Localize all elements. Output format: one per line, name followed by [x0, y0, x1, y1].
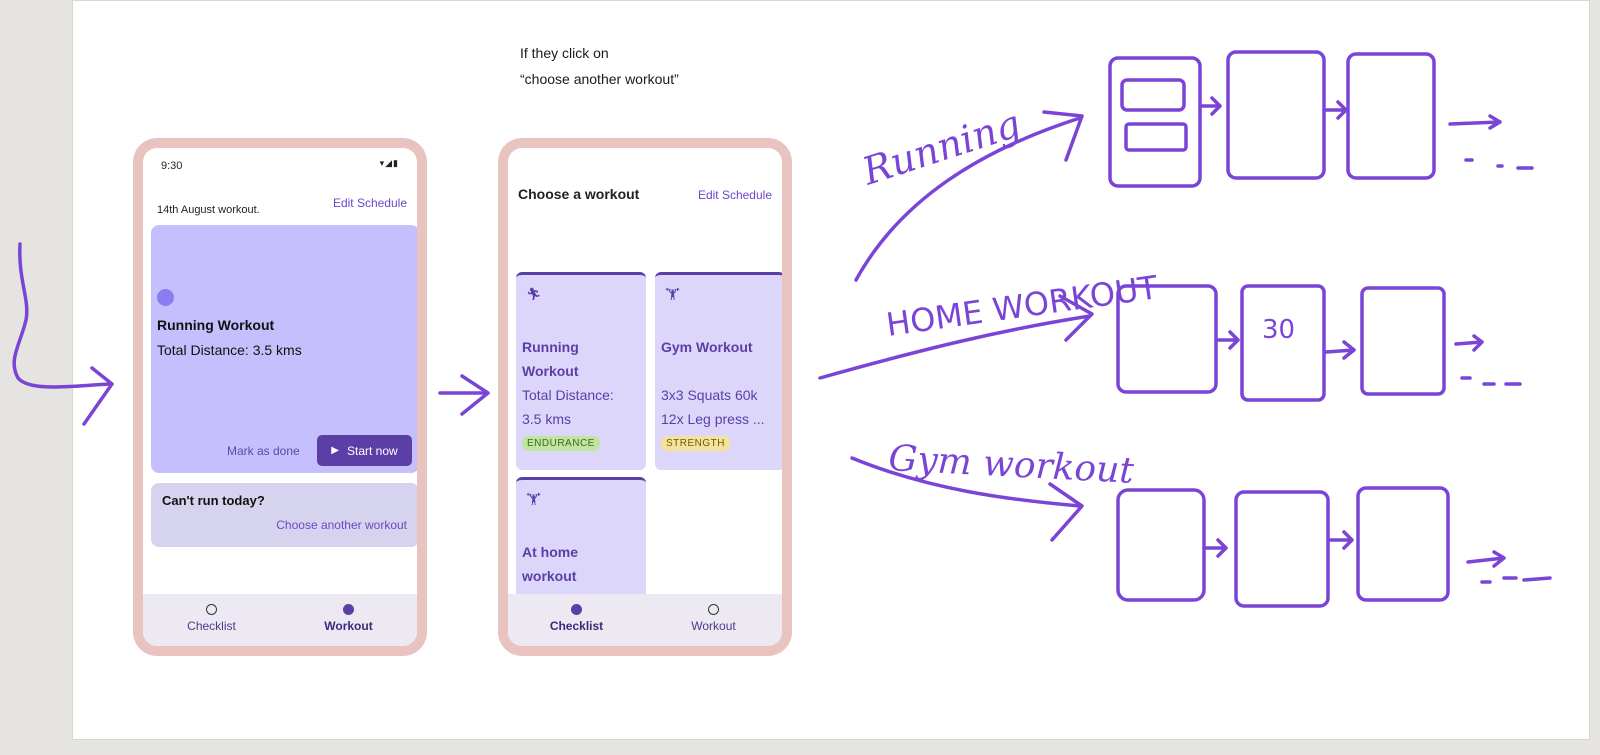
todays-workout-card[interactable]: Running Workout Total Distance: 3.5 kms … — [151, 225, 417, 473]
play-icon: ▶ — [331, 445, 339, 456]
branch-arrow-running — [854, 116, 1082, 282]
edit-schedule-link[interactable]: Edit Schedule — [332, 196, 407, 210]
arrowhead-icon — [460, 374, 490, 416]
sketch-screen-box — [1234, 490, 1330, 608]
arrow-icon — [1454, 334, 1484, 352]
arrowhead-icon — [82, 366, 114, 426]
arrow-icon — [1216, 330, 1240, 350]
card-title-line: Running — [522, 339, 579, 355]
dash-icon — [1460, 376, 1522, 386]
nav-label-checklist: Checklist — [187, 619, 236, 633]
nav-tab-checklist[interactable]: Checklist — [143, 594, 280, 646]
nav-dot-icon — [708, 604, 719, 615]
phone-screen: Choose a workout Edit Schedule 🏃︎ Runnin… — [508, 148, 782, 646]
nav-dot-active-icon — [343, 604, 354, 615]
sketch-screen-box — [1356, 486, 1450, 602]
dash-icon — [1464, 158, 1534, 170]
card-title: Running Workout — [522, 335, 642, 383]
start-now-label: Start now — [347, 443, 398, 458]
start-now-button[interactable]: ▶ Start now — [317, 435, 412, 466]
card-detail: 3x3 Squats 60k — [661, 387, 758, 403]
workout-card-running[interactable]: 🏃︎ Running Workout Total Distance: 3.5 k… — [516, 272, 646, 470]
workout-distance: Total Distance: 3.5 kms — [157, 342, 302, 358]
arrowhead-icon — [1048, 482, 1084, 542]
workout-card-gym[interactable]: 🏋︎ Gym Workout 3x3 Squats 60k 12x Leg pr… — [655, 272, 782, 470]
annotation-note: If they click on “choose another workout… — [520, 40, 679, 92]
status-time: 9:30 — [161, 160, 183, 172]
workout-date-label: 14th August workout. — [157, 204, 260, 216]
cant-run-card: Can't run today? Choose another workout — [151, 483, 417, 547]
card-title: Gym Workout — [661, 339, 753, 355]
sketch-card-box — [1120, 78, 1186, 112]
sketch-screen-box — [1226, 50, 1326, 180]
workout-dot-icon — [157, 289, 174, 306]
sketch-screen-box — [1360, 286, 1446, 396]
nav-label-workout: Workout — [691, 619, 736, 633]
arrow-icon — [1322, 100, 1348, 120]
choose-another-workout-link[interactable]: Choose another workout — [276, 518, 407, 532]
sketch-screen-box — [1116, 284, 1218, 394]
card-detail: 12x Leg press ... — [661, 411, 765, 427]
status-icons: ▾◢▮ — [379, 158, 399, 168]
bottom-nav: Checklist Workout — [508, 594, 782, 646]
nav-tab-workout[interactable]: Workout — [280, 594, 417, 646]
nav-tab-checklist[interactable]: Checklist — [508, 594, 645, 646]
arrow-icon — [1448, 114, 1502, 130]
card-title-line: Workout — [522, 363, 579, 379]
sketch-label-gym: Gym workout — [888, 438, 1136, 492]
arrow-icon — [1328, 530, 1354, 550]
mark-as-done-button[interactable]: Mark as done — [227, 444, 300, 458]
running-person-icon: 🏃︎ — [526, 287, 542, 301]
arrow-icon — [1466, 550, 1506, 568]
workout-title: Running Workout — [157, 317, 275, 333]
arrow-icon — [1202, 538, 1228, 558]
phone-mockup-today: 9:30 ▾◢▮ 14th August workout. Edit Sched… — [133, 138, 427, 656]
bottom-nav: Checklist Workout — [143, 594, 417, 646]
sketch-screen-box — [1240, 284, 1326, 402]
branch-arrow-home — [818, 314, 1092, 380]
arrowhead-icon — [1058, 294, 1094, 342]
nav-dot-icon — [206, 604, 217, 615]
page-title: Choose a workout — [518, 186, 640, 202]
edit-schedule-link[interactable]: Edit Schedule — [697, 188, 772, 202]
nav-label-workout: Workout — [324, 619, 373, 633]
sketch-screen-box — [1108, 56, 1202, 188]
strength-tag: STRENGTH — [661, 436, 730, 451]
card-detail: Total Distance: — [522, 387, 614, 403]
phone-screen: 9:30 ▾◢▮ 14th August workout. Edit Sched… — [143, 148, 417, 646]
card-detail: 3.5 kms — [522, 411, 572, 427]
card-title: At home workout — [522, 540, 642, 588]
note-line-1: If they click on — [520, 45, 609, 61]
sketch-screen-box — [1116, 488, 1206, 602]
nav-tab-workout[interactable]: Workout — [645, 594, 782, 646]
sketch-card-box — [1124, 122, 1188, 152]
endurance-tag: ENDURANCE — [522, 436, 600, 451]
nav-label-checklist: Checklist — [549, 619, 604, 633]
dash-icon — [1480, 576, 1552, 584]
arrow-icon — [1198, 96, 1222, 116]
sketch-screen-box — [1346, 52, 1436, 180]
squiggle-arrow-icon — [12, 242, 112, 389]
weightlifter-icon: 🏋︎ — [526, 492, 542, 506]
sketch-label-running: Running — [856, 101, 1026, 194]
phone-mockup-choose-workout: Choose a workout Edit Schedule 🏃︎ Runnin… — [498, 138, 792, 656]
branch-arrow-gym — [850, 456, 1082, 508]
arrow-icon — [1324, 340, 1356, 360]
arrowhead-icon — [1042, 110, 1084, 162]
note-line-2: “choose another workout” — [520, 71, 679, 87]
card-title-line: workout — [522, 568, 577, 584]
cant-run-title: Can't run today? — [162, 493, 265, 508]
sketch-box-number: 30 — [1262, 315, 1295, 345]
nav-dot-active-icon — [571, 604, 582, 615]
card-title-line: At home — [522, 544, 578, 560]
weightlifter-icon: 🏋︎ — [665, 287, 681, 301]
